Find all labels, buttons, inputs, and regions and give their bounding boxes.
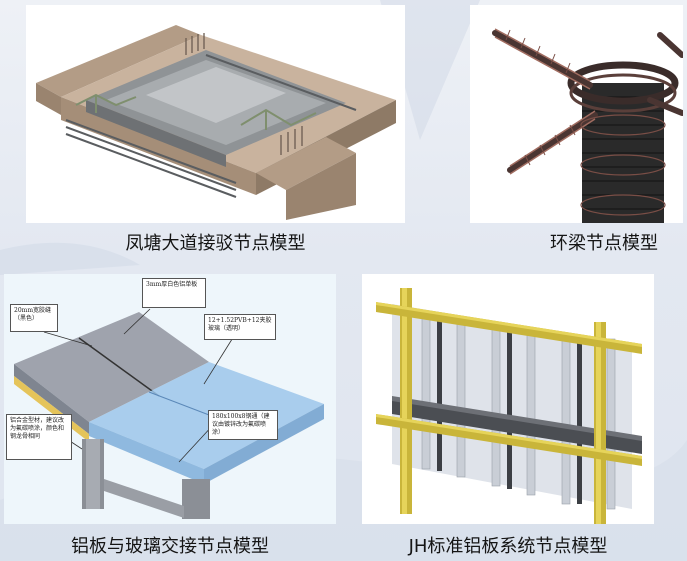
fengtang-model-image (26, 5, 405, 223)
profile-callout: 铝合金型材，建议改为氟碳喷涂，颜色和钢龙骨相同 (6, 414, 72, 460)
jh-system-model-image (362, 274, 654, 524)
al-glass-model-image: 20mm宽胶缝（黑色） 3mm厚白色铝单板 12+1.52PVB+12夹胶玻璃（… (4, 274, 336, 524)
ring-beam-model-image (470, 5, 683, 223)
sealant-callout: 20mm宽胶缝（黑色） (10, 304, 58, 332)
fengtang-model-caption: 凤塘大道接驳节点模型 (125, 233, 306, 254)
ring-beam-model-caption: 环梁节点模型 (550, 233, 658, 254)
al-glass-model-caption: 铝板与玻璃交接节点模型 (71, 536, 269, 557)
jh-system-model-caption: JH标准铝板系统节点模型 (408, 536, 608, 557)
steel-callout: 180x100x8钢通（建议由镀锌改为氟碳喷涂） (208, 410, 278, 440)
glass-callout: 12+1.52PVB+12夹胶玻璃（透明） (204, 314, 276, 340)
al-panel-callout: 3mm厚白色铝单板 (142, 278, 206, 308)
